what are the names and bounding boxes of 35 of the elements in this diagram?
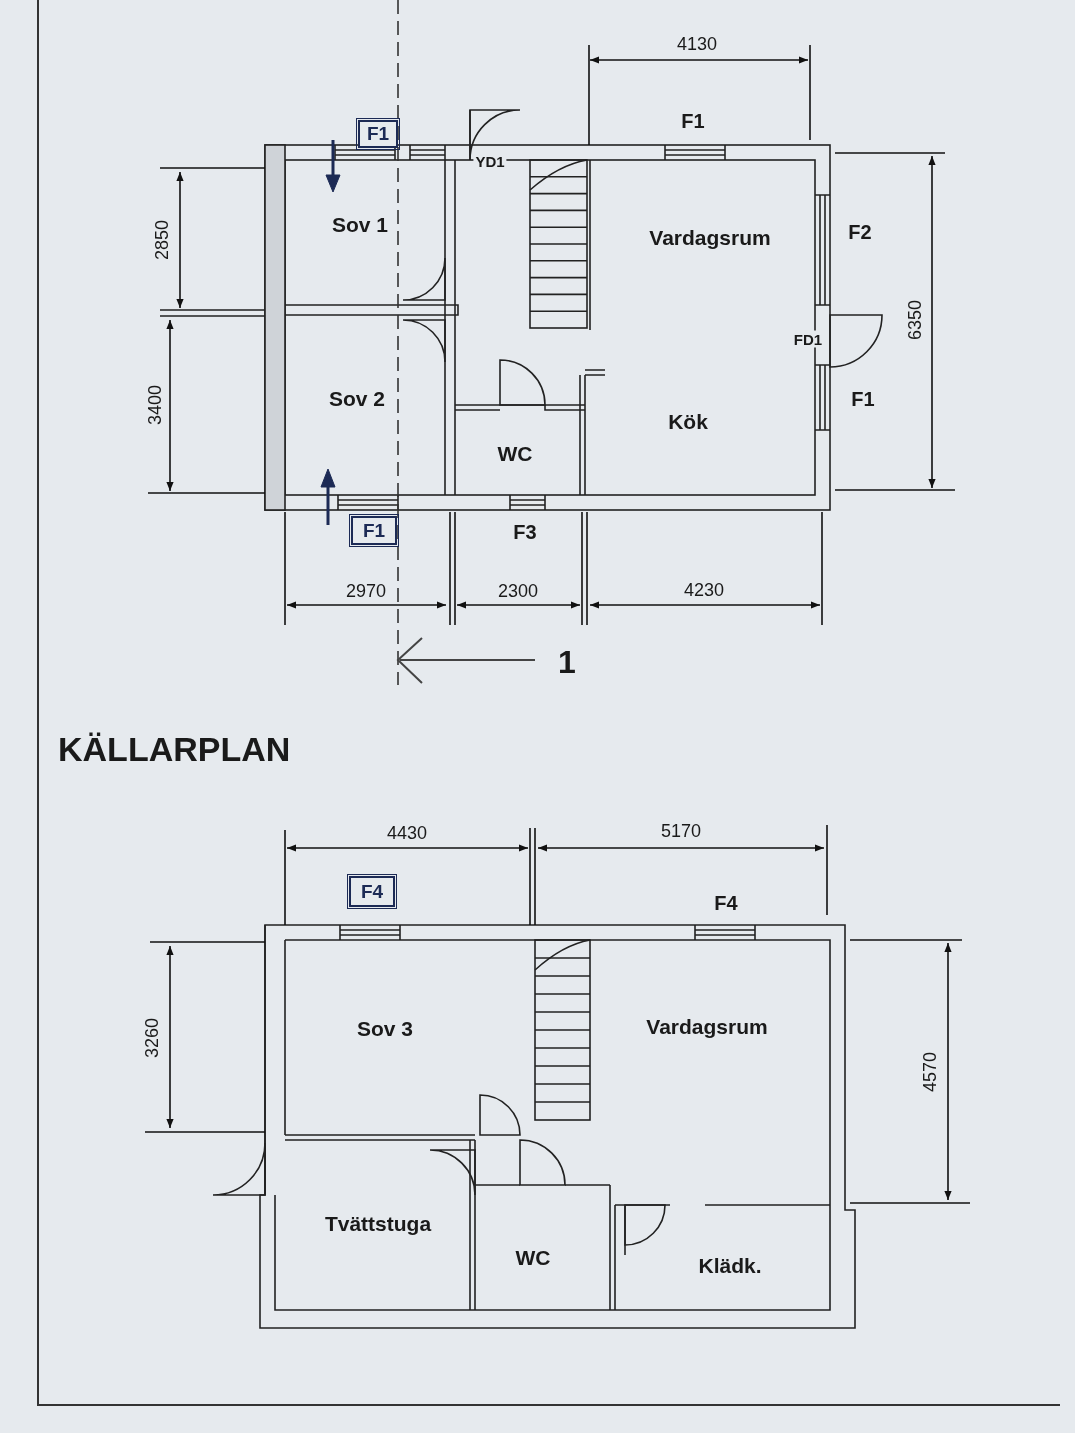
section-number: 1 [558, 646, 576, 678]
window-label: F1 [366, 123, 390, 145]
room-label: Vardagsrum [646, 1015, 768, 1037]
window-tag [351, 516, 397, 545]
dimension-label: 4570 [921, 1052, 939, 1092]
dimension-label: 6350 [906, 300, 924, 340]
room-label: WC [515, 1246, 551, 1268]
window-label: F4 [360, 880, 384, 903]
window-label: F3 [513, 522, 537, 542]
dimension-label: 4230 [684, 581, 724, 599]
door-label: FD1 [791, 330, 825, 348]
window-tag [358, 120, 398, 148]
window-label: F1 [362, 519, 386, 542]
room-label: Klädk. [698, 1254, 762, 1276]
room-label: WC [497, 442, 533, 464]
room-label: Kök [668, 410, 708, 432]
window-label: F1 [851, 389, 875, 409]
window-label: F2 [848, 222, 872, 242]
dimension-label: 3260 [143, 1018, 161, 1058]
dimension-label: 2970 [346, 582, 386, 600]
dimension-label: 2300 [498, 582, 538, 600]
dimension-label: 2850 [153, 220, 171, 260]
plan-title: KÄLLARPLAN [58, 730, 291, 769]
room-label: Vardagsrum [649, 226, 771, 248]
room-label: Tvättstuga [324, 1212, 432, 1234]
room-label: Sov 3 [357, 1017, 413, 1039]
dimension-label: 3400 [146, 385, 164, 425]
dimension-label: 4130 [677, 35, 717, 53]
window-label: F4 [714, 893, 738, 913]
room-label: Sov 2 [329, 387, 385, 409]
room-label: Sov 1 [332, 213, 388, 235]
window-tag [349, 876, 395, 907]
dimension-label: 5170 [661, 822, 701, 840]
dimension-label: 4430 [387, 824, 427, 842]
window-label: F1 [681, 111, 705, 131]
